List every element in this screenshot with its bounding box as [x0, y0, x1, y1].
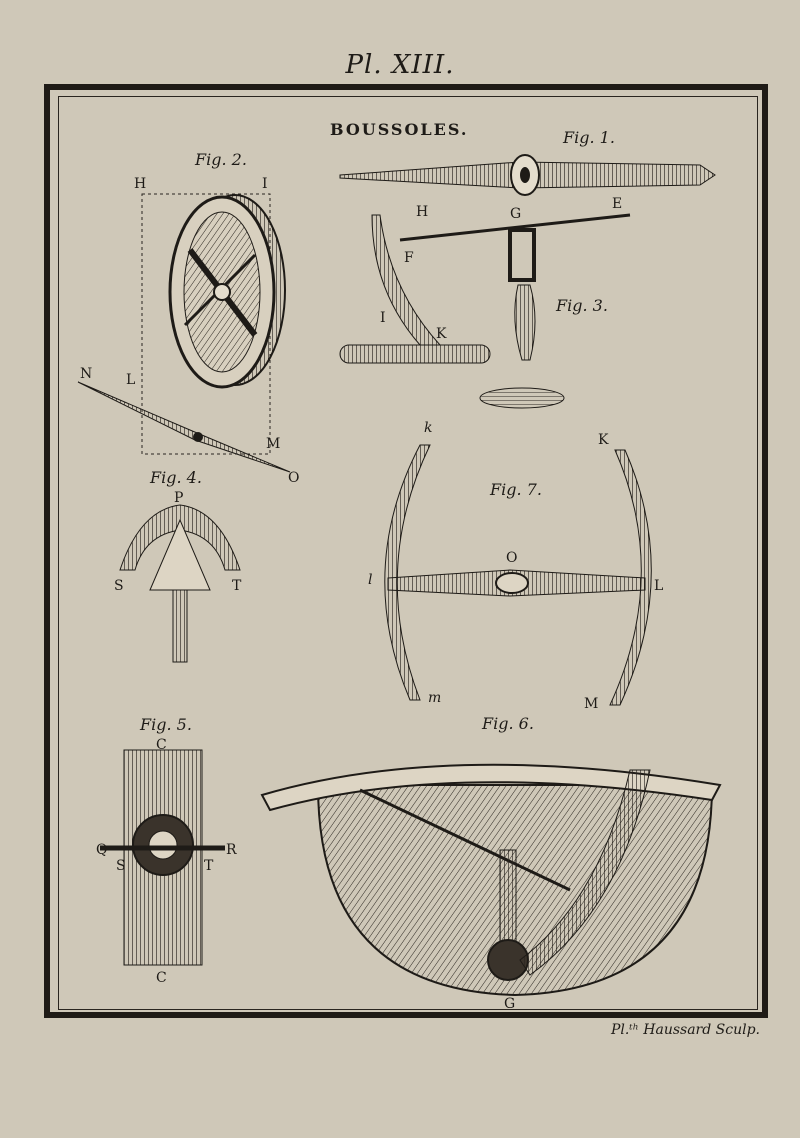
fig3-label: Fig. 3. — [556, 296, 608, 315]
fig4-label: Fig. 4. — [150, 468, 202, 487]
fig7-letter-m-small: m — [428, 690, 442, 706]
fig4-letter-t: T — [232, 578, 242, 594]
fig3-letter-g: G — [510, 206, 522, 222]
fig3-stand-drawing — [339, 213, 631, 409]
fig1-label: Fig. 1. — [563, 128, 615, 147]
fig4-letter-s: S — [114, 578, 124, 594]
fig3-letter-i: I — [380, 310, 386, 326]
fig7-letter-k-small: k — [424, 420, 433, 436]
fig2-letter-n: N — [80, 366, 93, 382]
fig3-letter-f: F — [404, 250, 414, 266]
fig7-letter-k: K — [598, 432, 609, 448]
fig5-letter-c-bottom: C — [156, 970, 167, 986]
fig4-letter-p: P — [174, 490, 184, 506]
fig2-letter-h: H — [134, 176, 147, 192]
fig7-letter-m: M — [584, 696, 599, 712]
fig1-needle-drawing — [339, 154, 716, 196]
fig7-letter-l: L — [654, 578, 664, 594]
fig2-letter-o: O — [288, 470, 300, 486]
fig2-letter-i: I — [262, 176, 268, 192]
fig5-letter-q: Q — [96, 842, 108, 858]
fig2-letter-m: M — [266, 436, 281, 452]
fig5-letter-t: T — [204, 858, 214, 874]
fig7-letter-l-small: l — [368, 572, 373, 588]
fig6-letter-g: G — [504, 996, 516, 1012]
fig7-letter-o: O — [506, 550, 518, 566]
plate-inner-frame — [58, 96, 758, 1010]
fig2-letter-l: L — [126, 372, 136, 388]
fig2-compass-drawing — [77, 193, 291, 473]
fig3-letter-h: H — [416, 204, 429, 220]
plate-frame — [44, 84, 768, 1018]
fig5-letter-c-top: C — [156, 737, 167, 753]
fig7-arcs-drawing — [384, 444, 652, 706]
fig3-letter-k: K — [436, 326, 447, 342]
plate-number: Pl. XIII. — [345, 50, 455, 80]
fig5-cap-drawing — [100, 749, 225, 966]
fig4-pivot-drawing — [119, 504, 241, 663]
plate-title: BOUSSOLES. — [330, 120, 469, 139]
fig2-label: Fig. 2. — [195, 150, 247, 169]
fig6-semicircle-drawing — [260, 763, 722, 997]
fig6-label: Fig. 6. — [482, 714, 534, 733]
fig5-letter-r: R — [226, 842, 237, 858]
fig5-letter-s: S — [116, 858, 126, 874]
fig3-letter-e: E — [612, 196, 623, 212]
fig5-label: Fig. 5. — [140, 715, 192, 734]
engraver-signature: Pl.ᵗʰ Haussard Sculp. — [610, 1022, 760, 1038]
fig7-label: Fig. 7. — [490, 480, 542, 499]
